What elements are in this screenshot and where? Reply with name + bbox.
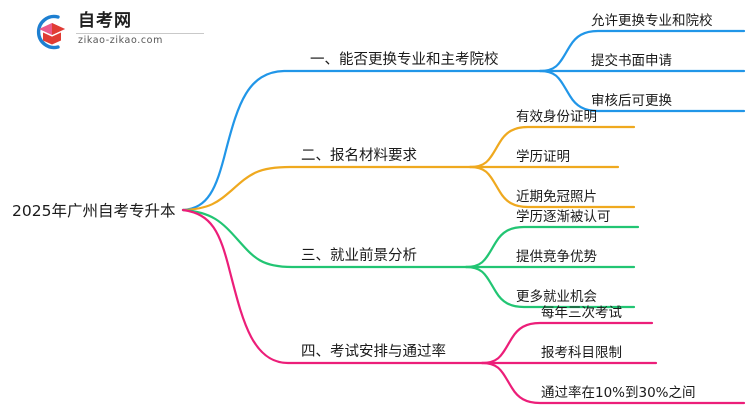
connector-branch-2-leaf-1 — [468, 125, 636, 169]
logo-domain: zikao-zikao.com — [78, 35, 163, 46]
logo-title: 自考网 — [78, 11, 132, 31]
leaf-label-2-1[interactable]: 有效身份证明 — [516, 109, 597, 125]
leaf-label-4-2[interactable]: 报考科目限制 — [541, 345, 622, 361]
leaf-label-2-2[interactable]: 学历证明 — [516, 149, 570, 165]
connector-root-to-branch-2 — [181, 165, 472, 212]
connector-branch-4-leaf-3 — [480, 361, 746, 405]
branch-label-3[interactable]: 三、就业前景分析 — [301, 248, 417, 264]
leaf-label-3-3[interactable]: 更多就业机会 — [516, 289, 597, 305]
root-node-label[interactable]: 2025年广州自考专升本 — [12, 202, 176, 220]
leaf-label-4-3[interactable]: 通过率在10%到30%之间 — [541, 385, 696, 401]
logo-text: 自考网 zikao-zikao.com — [76, 10, 216, 52]
branch-label-4[interactable]: 四、考试安排与通过率 — [301, 344, 446, 360]
branch-label-2[interactable]: 二、报名材料要求 — [301, 148, 417, 164]
leaf-label-1-2[interactable]: 提交书面申请 — [591, 53, 672, 69]
connector-branch-2-leaf-3 — [468, 165, 636, 209]
leaf-label-3-2[interactable]: 提供竞争优势 — [516, 249, 597, 265]
branch-label-1[interactable]: 一、能否更换专业和主考院校 — [310, 52, 499, 68]
leaf-label-1-3[interactable]: 审核后可更换 — [591, 93, 672, 109]
logo-graduation-cap-icon — [36, 14, 65, 50]
connector-root-to-branch-3 — [181, 208, 468, 269]
connector-branch-3-leaf-3 — [464, 265, 636, 309]
leaf-label-4-1[interactable]: 每年三次考试 — [541, 305, 622, 321]
connector-branch-1-leaf-1 — [538, 29, 746, 73]
leaf-label-3-1[interactable]: 学历逐渐被认可 — [516, 209, 611, 225]
connector-branch-3-leaf-1 — [464, 225, 640, 269]
leaf-label-2-3[interactable]: 近期免冠照片 — [516, 189, 597, 205]
connector-root-to-branch-4 — [181, 208, 484, 365]
connector-branch-4-leaf-1 — [480, 321, 654, 365]
logo-divider — [76, 33, 204, 34]
connector-root-to-branch-1 — [181, 69, 542, 212]
leaf-label-1-1[interactable]: 允许更换专业和院校 — [591, 13, 713, 29]
site-logo: 自考网 zikao-zikao.com — [28, 10, 228, 54]
connector-branch-1-leaf-3 — [538, 69, 746, 113]
